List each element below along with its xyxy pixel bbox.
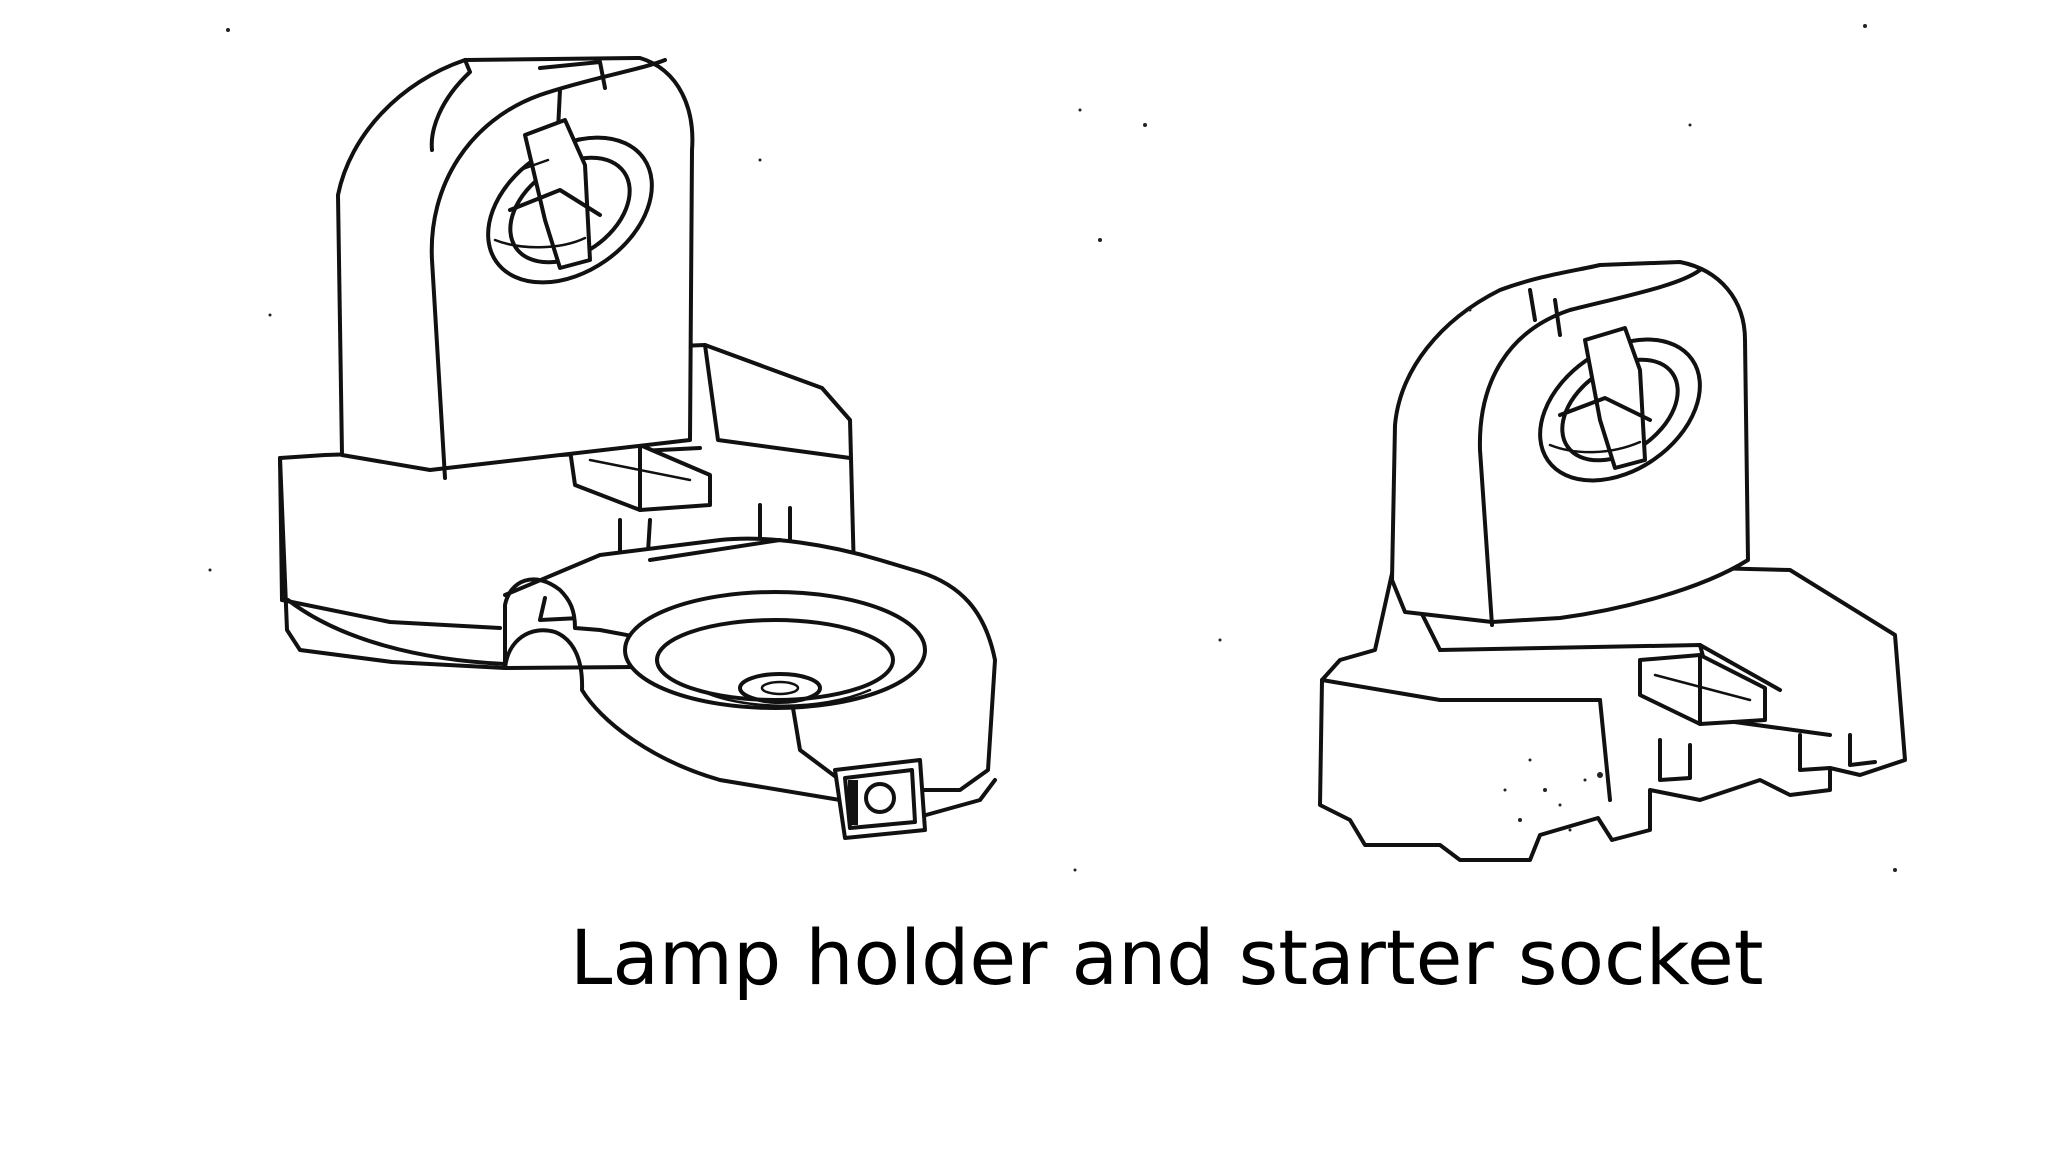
standalone-lamp-holder: [1318, 260, 1907, 862]
scan-dust: [208, 24, 1897, 872]
lamp-holder-upright: [336, 56, 695, 480]
holder-upright: [1390, 260, 1750, 627]
starter-socket: [503, 536, 997, 840]
scan-specks: [1503, 758, 1603, 832]
caption: Lamp holder and starter socket: [570, 913, 1764, 1002]
lamp-holder-with-starter: [278, 56, 997, 840]
holder-base-block: [1318, 558, 1907, 862]
